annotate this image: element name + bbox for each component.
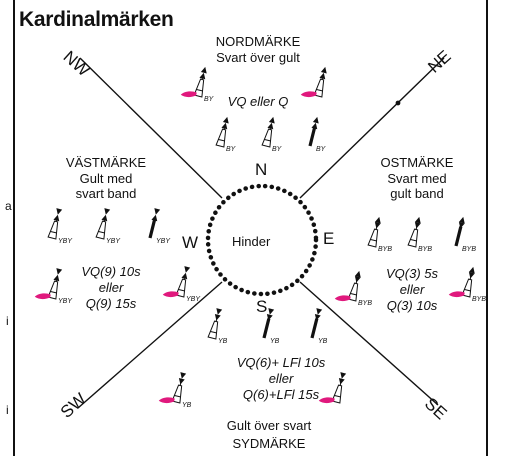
se-line — [299, 281, 439, 406]
south-buoy-spar — [262, 308, 275, 339]
south-light-1: VQ(6)+ LFl 10s — [236, 355, 326, 370]
west-light-3: Q(9) 15s — [85, 296, 137, 311]
compass-s: S — [256, 297, 268, 316]
east-buoy-code: BYB — [418, 246, 432, 253]
east-buoy-pillar — [334, 270, 361, 302]
east-desc-1: Svart med — [387, 171, 447, 186]
west-light-2: eller — [98, 280, 124, 295]
south-name: SYDMÄRKE — [232, 436, 306, 451]
south-buoy-pillar — [158, 372, 187, 404]
page-title: Kardinalmärken — [19, 8, 174, 31]
margin-letter-2: i — [6, 314, 9, 328]
south-buoy-code: YB — [182, 402, 192, 409]
west-buoy-pillar — [47, 208, 63, 240]
east-buoy-code: BYB — [462, 246, 476, 253]
east-light-1: VQ(3) 5s — [385, 266, 438, 281]
south-buoy-pillar — [207, 308, 223, 340]
compass-n: N — [255, 160, 268, 179]
west-light-1: VQ(9) 10s — [81, 264, 141, 279]
west-buoy-pillar — [162, 266, 191, 298]
east-light-3: Q(3) 10s — [386, 298, 438, 313]
east-buoy-code: BYB — [472, 296, 486, 303]
diagram-frame — [13, 0, 488, 456]
north-buoy-pillar — [180, 66, 207, 98]
east-light-2: eller — [399, 282, 425, 297]
west-desc-1: Gult med — [79, 171, 133, 186]
east-buoy-code: BYB — [358, 300, 372, 307]
south-desc: Gult över svart — [226, 418, 312, 433]
margin-letter-1: a — [5, 199, 12, 213]
compass-e: E — [323, 229, 335, 248]
south-buoy-spar — [310, 308, 323, 339]
east-buoy-pillar — [448, 266, 475, 298]
south-light-3: Q(6)+LFl 15s — [242, 387, 320, 402]
east-buoy-spar — [454, 216, 465, 247]
north-buoy-code: BY — [204, 96, 215, 103]
north-buoy-pillar — [215, 116, 229, 148]
north-buoy-code: BY — [226, 146, 237, 153]
ne-line — [299, 57, 445, 199]
south-buoy-code: YB — [318, 338, 328, 345]
east-buoy-code: BYB — [378, 246, 392, 253]
east-desc-2: gult band — [390, 186, 444, 201]
north-desc: Svart över gult — [216, 50, 300, 65]
west-buoy-code: YBY — [186, 296, 201, 303]
west-name: VÄSTMÄRKE — [65, 155, 147, 170]
ne-line-dot — [395, 100, 401, 106]
north-buoy-pillar — [261, 116, 275, 148]
nw-line — [79, 57, 223, 199]
north-buoy-code: BY — [272, 146, 283, 153]
hazard-label: Hinder — [232, 234, 271, 249]
north-buoy-pillar — [300, 66, 327, 98]
south-buoy-pillar — [318, 372, 347, 404]
west-buoy-code: YBY — [106, 238, 121, 245]
south-buoy-code: YB — [270, 338, 280, 345]
margin-letter-3: i — [6, 403, 9, 417]
hazard-circle — [205, 183, 319, 297]
east-name: OSTMÄRKE — [380, 155, 454, 170]
compass-w: W — [182, 233, 199, 252]
west-buoy-code: YBY — [58, 238, 73, 245]
west-desc-2: svart band — [75, 186, 137, 201]
east-buoy-pillar — [367, 216, 381, 248]
north-light: VQ eller Q — [227, 94, 289, 109]
north-buoy-spar — [308, 116, 319, 147]
sw-line — [77, 281, 223, 409]
west-buoy-code: YBY — [156, 238, 171, 245]
west-buoy-pillar — [95, 208, 111, 240]
west-buoy-spar — [148, 208, 161, 239]
north-buoy-code: BY — [316, 146, 327, 153]
north-name: NORDMÄRKE — [215, 34, 301, 49]
south-light-2: eller — [268, 371, 294, 386]
west-buoy-code: YBY — [58, 298, 73, 305]
west-buoy-pillar — [34, 268, 63, 300]
east-buoy-pillar — [407, 216, 421, 248]
south-buoy-code: YB — [218, 338, 228, 345]
